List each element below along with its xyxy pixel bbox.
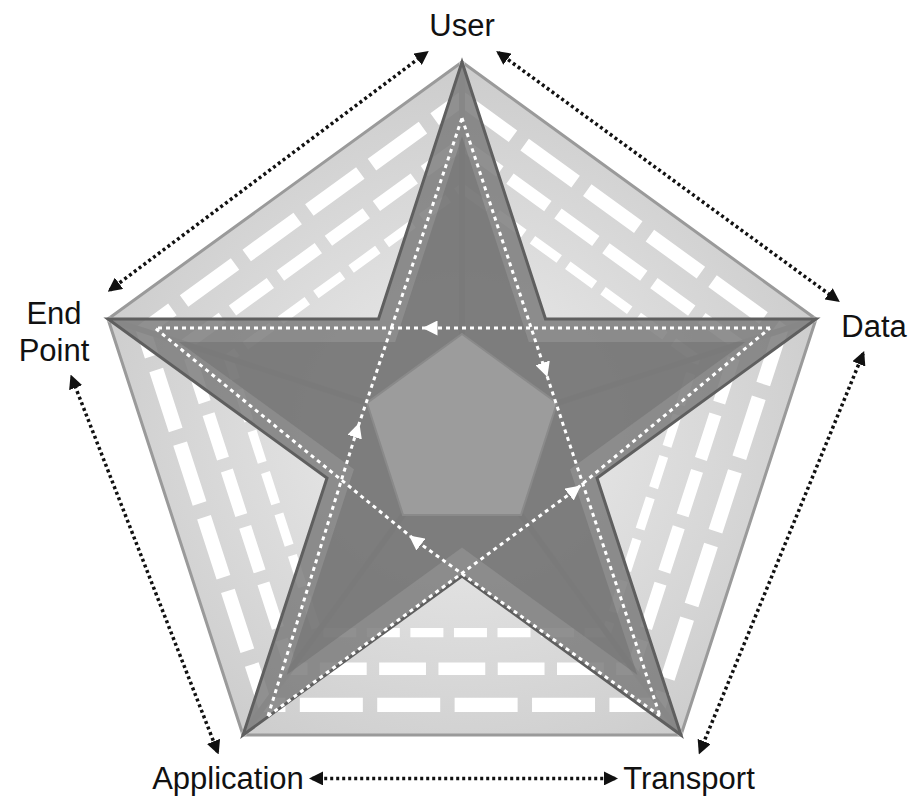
vertex-label-node: Data (841, 308, 906, 345)
center-pentagon (367, 334, 557, 515)
vertex-label-node: End Point (6, 295, 102, 369)
dotted-double-arrow (312, 777, 615, 781)
white-dotted-star (155, 118, 770, 716)
dotted-double-arrow (110, 53, 427, 290)
vertex-label: User (429, 7, 494, 44)
dotted-double-arrow (498, 53, 837, 301)
dotted-double-arrow (700, 354, 863, 752)
vertex-label-node: Application (152, 760, 304, 797)
star-inner-shade (179, 136, 745, 674)
vertex-label: Data (841, 308, 906, 345)
vertex-label-node: User (429, 7, 494, 44)
dotted-double-arrow (72, 377, 218, 752)
outer-pentagon (108, 62, 816, 735)
vertex-label: End Point (6, 295, 102, 369)
spokes (108, 62, 816, 735)
vertex-label: Application (152, 760, 304, 797)
star (108, 62, 816, 735)
vertex-label: Transport (623, 760, 755, 797)
vertex-label-node: Transport (623, 760, 755, 797)
